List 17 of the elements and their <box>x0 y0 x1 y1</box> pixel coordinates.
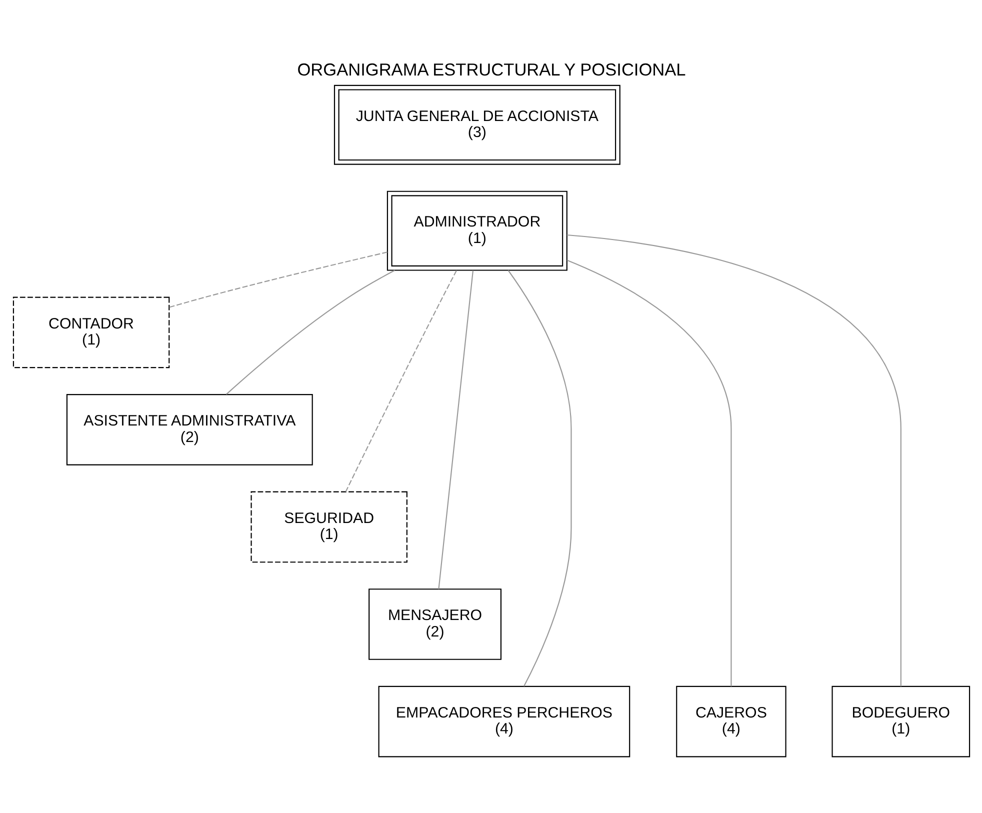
node-box: ADMINISTRADOR (1) <box>386 190 567 270</box>
node-box: ASISTENTE ADMINISTRATIVA (2) <box>66 394 312 465</box>
connector <box>438 270 474 589</box>
connector <box>225 269 394 394</box>
node-box: JUNTA GENERAL DE ACCIONISTA (3) <box>333 84 620 164</box>
node-box: SEGURIDAD (1) <box>250 490 407 562</box>
node-box: BODEGUERO (1) <box>831 685 970 757</box>
diagram-title: ORGANIGRAMA ESTRUCTURAL Y POSICIONAL <box>296 58 686 79</box>
connector <box>344 270 456 492</box>
connector <box>168 251 387 308</box>
node-box: EMPACADORES PERCHEROS (4) <box>378 685 630 757</box>
connector <box>566 259 732 686</box>
connector <box>566 234 901 686</box>
connector <box>507 270 572 686</box>
node-box: CAJEROS (4) <box>676 685 786 757</box>
node-box: CONTADOR (1) <box>12 296 170 368</box>
node-box: MENSAJERO (2) <box>368 588 501 660</box>
